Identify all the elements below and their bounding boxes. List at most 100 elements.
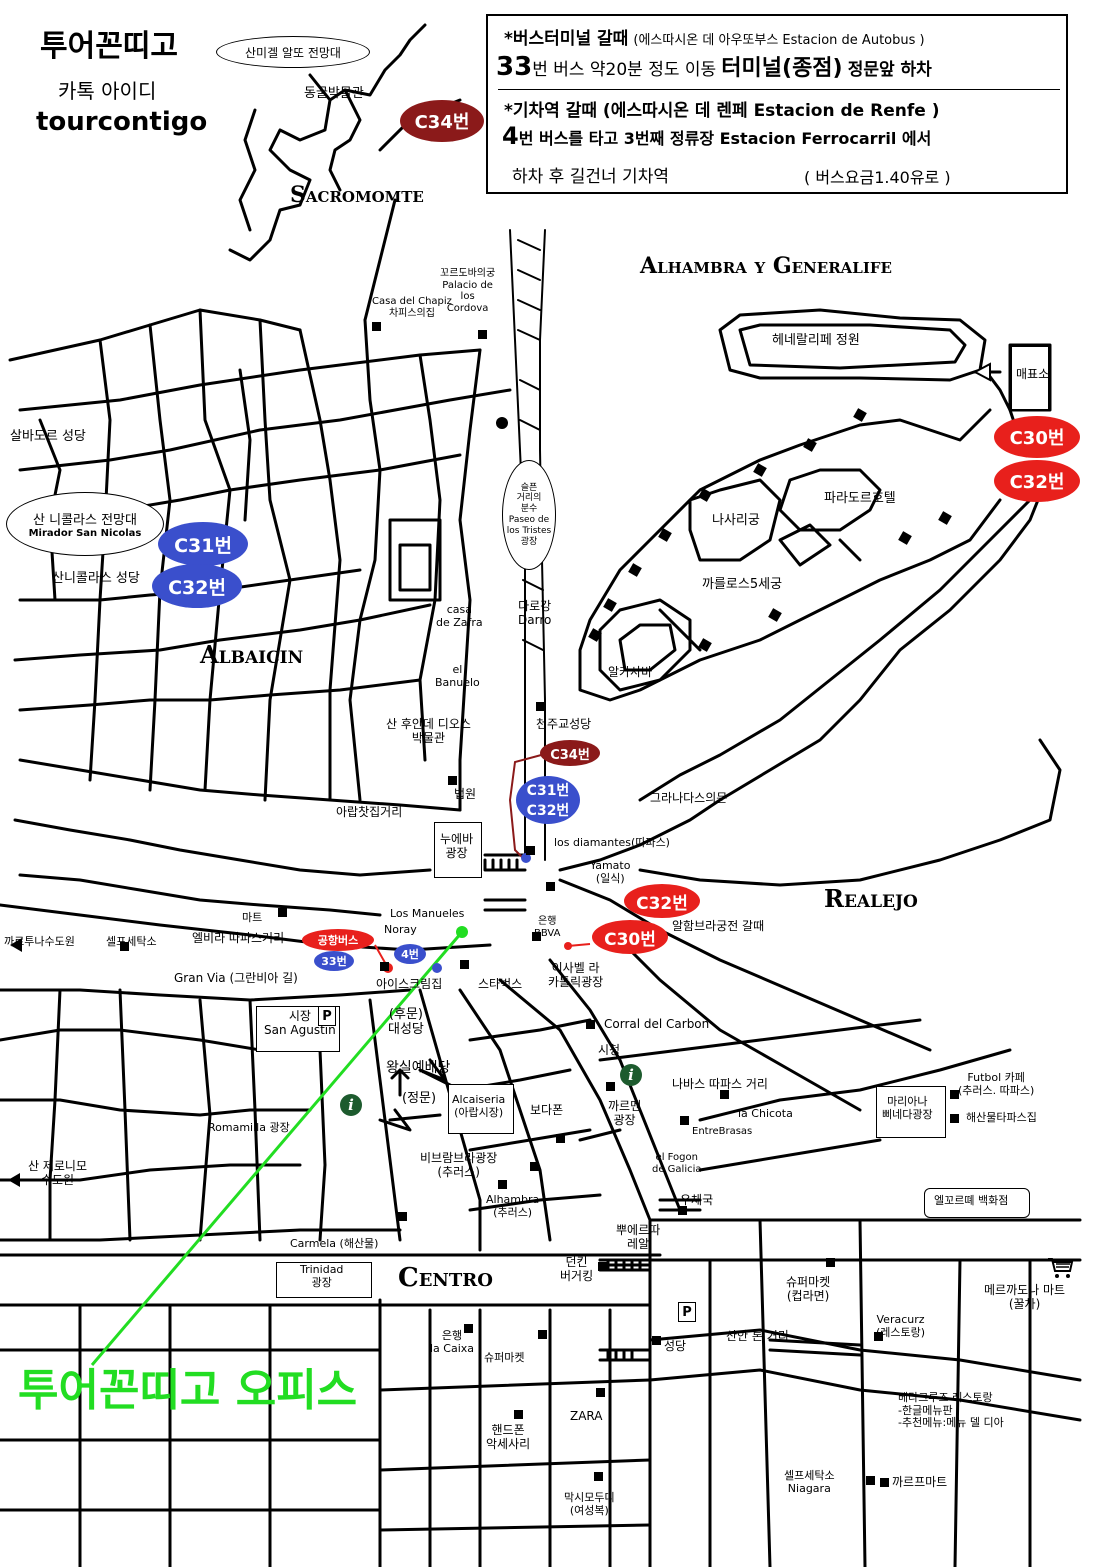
bus-badge-33: 33번 xyxy=(314,951,354,971)
bus-badge-c32-albaicin: C32번 xyxy=(152,564,242,608)
parking-icon: P xyxy=(318,1006,336,1026)
label-alhambra-churros: Alhambra (추러스) xyxy=(486,1193,540,1219)
label-la-caixa: 은행 la Caixa xyxy=(430,1329,475,1355)
label-alcazaba: 알카사바 xyxy=(608,665,653,679)
label-puerta-real: 뿌에르따 레알 xyxy=(616,1223,661,1251)
label-starbucks: 스타벅스 xyxy=(478,977,523,991)
label-alcaiseria: Alcaiseria (아랍시장) xyxy=(452,1093,506,1119)
label-granadas-gate: 그라나다스의문 xyxy=(650,791,728,805)
label-palacio-cordova: 꼬르도바의궁 Palacio de los Cordova xyxy=(440,268,496,314)
district-realejo: Realejo xyxy=(824,884,918,913)
label-laundry-niagara: 셀프세탁소 Niagara xyxy=(784,1469,835,1495)
label-phone-accessories: 핸드폰 악세사리 xyxy=(486,1423,531,1451)
label-nasrid: 나사리궁 xyxy=(712,513,760,528)
poi-court xyxy=(448,776,457,785)
bus-heading: *버스터미널 갈때 xyxy=(504,29,629,49)
label-trinidad: Trinidad 광장 xyxy=(300,1263,344,1289)
label-noray: Noray xyxy=(384,923,417,936)
label-supermarket-2: 슈퍼마켓 xyxy=(484,1351,525,1364)
bus-badge-c31-label: C31번 xyxy=(526,783,570,799)
mirador-san-nicolas: 산 니콜라스 전망대 Mirador San Nicolas xyxy=(6,492,164,556)
poi-los-diamantes xyxy=(526,846,535,855)
label-isabel-catolica: 이사벨 라 카톨릭광장 xyxy=(548,961,604,989)
label-court: 법원 xyxy=(454,787,477,801)
label-ticket-office: 매표소 xyxy=(1016,367,1050,381)
poi-mart xyxy=(278,908,287,917)
label-banuelo: el Banuelo xyxy=(435,663,480,689)
bus-badge-c31-c32-darro: C31번 C32번 xyxy=(516,776,580,824)
label-mart: 마트 xyxy=(242,911,263,924)
train-heading: *기차역 갈때 (에스따시온 데 렌페 Estacion de Renfe ) xyxy=(504,101,940,121)
bus-line-end: 정문앞 하차 xyxy=(847,60,932,80)
kakao-label: 카톡 아이디 xyxy=(58,79,157,103)
poi-zara xyxy=(596,1388,605,1397)
label-los-diamantes: los diamantes(따파스) xyxy=(554,836,670,849)
label-ice-cream: 아이스크림집 xyxy=(376,977,443,991)
label-casa-chapiz: Casa del Chapiz 차피스의집 xyxy=(372,296,452,319)
poi-laundry-niagara xyxy=(866,1476,875,1485)
poi-bbva xyxy=(532,932,541,941)
label-bbva: 은행 BBVA xyxy=(534,916,561,939)
bus-badge-c30-realejo: C30번 xyxy=(592,920,668,954)
label-carrefour: 까르프마트 xyxy=(892,1475,948,1489)
label-cathedral-church: 천주교성당 xyxy=(536,717,592,731)
label-carlos-v: 까를로스5세궁 xyxy=(702,577,783,592)
label-elvira: 엘비라 따파스거리 xyxy=(192,931,285,945)
label-corral: Corral del Carbon xyxy=(604,1017,710,1031)
poi-supermarket-2 xyxy=(538,1330,547,1339)
poi-massimo xyxy=(594,1472,603,1481)
mirador-san-miguel-label: 산미겔 알또 전망대 xyxy=(245,45,341,60)
label-cartuja: 까르투나수도원 xyxy=(4,935,75,948)
info-icon: i xyxy=(620,1064,642,1086)
district-centro: Centro xyxy=(398,1263,493,1293)
parking-icon: P xyxy=(678,1302,696,1322)
label-supermarket-1: 슈퍼마켓 (컵라면) xyxy=(786,1275,831,1303)
label-to-alhambra: 알함브라궁전 갈때 xyxy=(672,919,765,933)
poi-cathedral-church xyxy=(536,702,545,711)
label-royal-chapel: 왕실예배당 xyxy=(386,1060,451,1076)
poi-veracruz xyxy=(874,1332,883,1341)
poi-casa-chapiz xyxy=(372,322,381,331)
bus-badge-4: 4번 xyxy=(394,944,426,964)
shopping-cart-icon xyxy=(1046,1256,1074,1280)
label-self-laundry: 셀프세탁소 xyxy=(106,935,157,948)
label-entrebrasas: EntreBrasas xyxy=(692,1126,753,1137)
poi-church xyxy=(652,1336,661,1345)
trinidad-box xyxy=(276,1262,372,1298)
label-arab-street: 아랍찻집거리 xyxy=(336,805,403,819)
label-parador: 파라도르호텔 xyxy=(824,491,896,506)
label-zara: ZARA xyxy=(570,1409,603,1423)
poi-carrefour xyxy=(880,1478,889,1487)
label-bodafon: 보다폰 xyxy=(530,1103,564,1117)
bus-badge-c32-realejo: C32번 xyxy=(624,884,700,918)
poi-bodafon xyxy=(556,1134,565,1143)
bus-badge-c34-sacromonte: C34번 xyxy=(400,100,484,142)
poi-seafood xyxy=(950,1114,959,1123)
label-cave-museum: 동굴박물관 xyxy=(304,86,364,101)
label-san-jeronimo: 산 제로니모 수도원 xyxy=(28,1159,88,1187)
label-gran-via: Gran Via (그란비아 길) xyxy=(174,971,298,985)
district-albaicin: Albaicin xyxy=(200,640,304,669)
poi-phone xyxy=(514,1410,523,1419)
bus-line-middle: 번 버스 약20분 정도 이동 xyxy=(532,60,717,80)
bus-line-destination: 터미널(종점) xyxy=(721,56,843,81)
label-veracruz-note: 베라크루즈 레스토랑 -한글메뉴판 -추천메뉴:메뉴 델 디아 xyxy=(898,1391,1004,1430)
label-nueva-square: 누에바 광장 xyxy=(440,832,474,860)
label-generalife: 헤네랄리페 정원 xyxy=(772,333,860,348)
poi-bibrambla xyxy=(530,1162,539,1171)
label-darro: 다로강 Darro xyxy=(518,599,552,627)
poi-laundry-elvira xyxy=(120,942,129,951)
label-front-gate: (정문) xyxy=(402,1091,437,1106)
shopping-cart-icon-svg xyxy=(1048,1258,1074,1278)
poi-futbol xyxy=(950,1090,959,1099)
label-fogon: el Fogon de Galicia xyxy=(652,1152,702,1175)
label-casa-zafra: casa de Zafra xyxy=(436,603,483,629)
paseo-tristes-label: 슬픈 거리의 분수 Paseo de los Tristes 광장 xyxy=(506,482,552,547)
poi-carmela xyxy=(398,1212,407,1221)
label-san-nicolas-church: 산니콜라스 성당 xyxy=(52,571,140,586)
district-alhambra: Alhambra y Generalife xyxy=(640,253,892,279)
poi-cordova xyxy=(478,330,487,339)
corte-ingles-box xyxy=(924,1188,1030,1218)
poi-alhambra-churros xyxy=(498,1180,507,1189)
